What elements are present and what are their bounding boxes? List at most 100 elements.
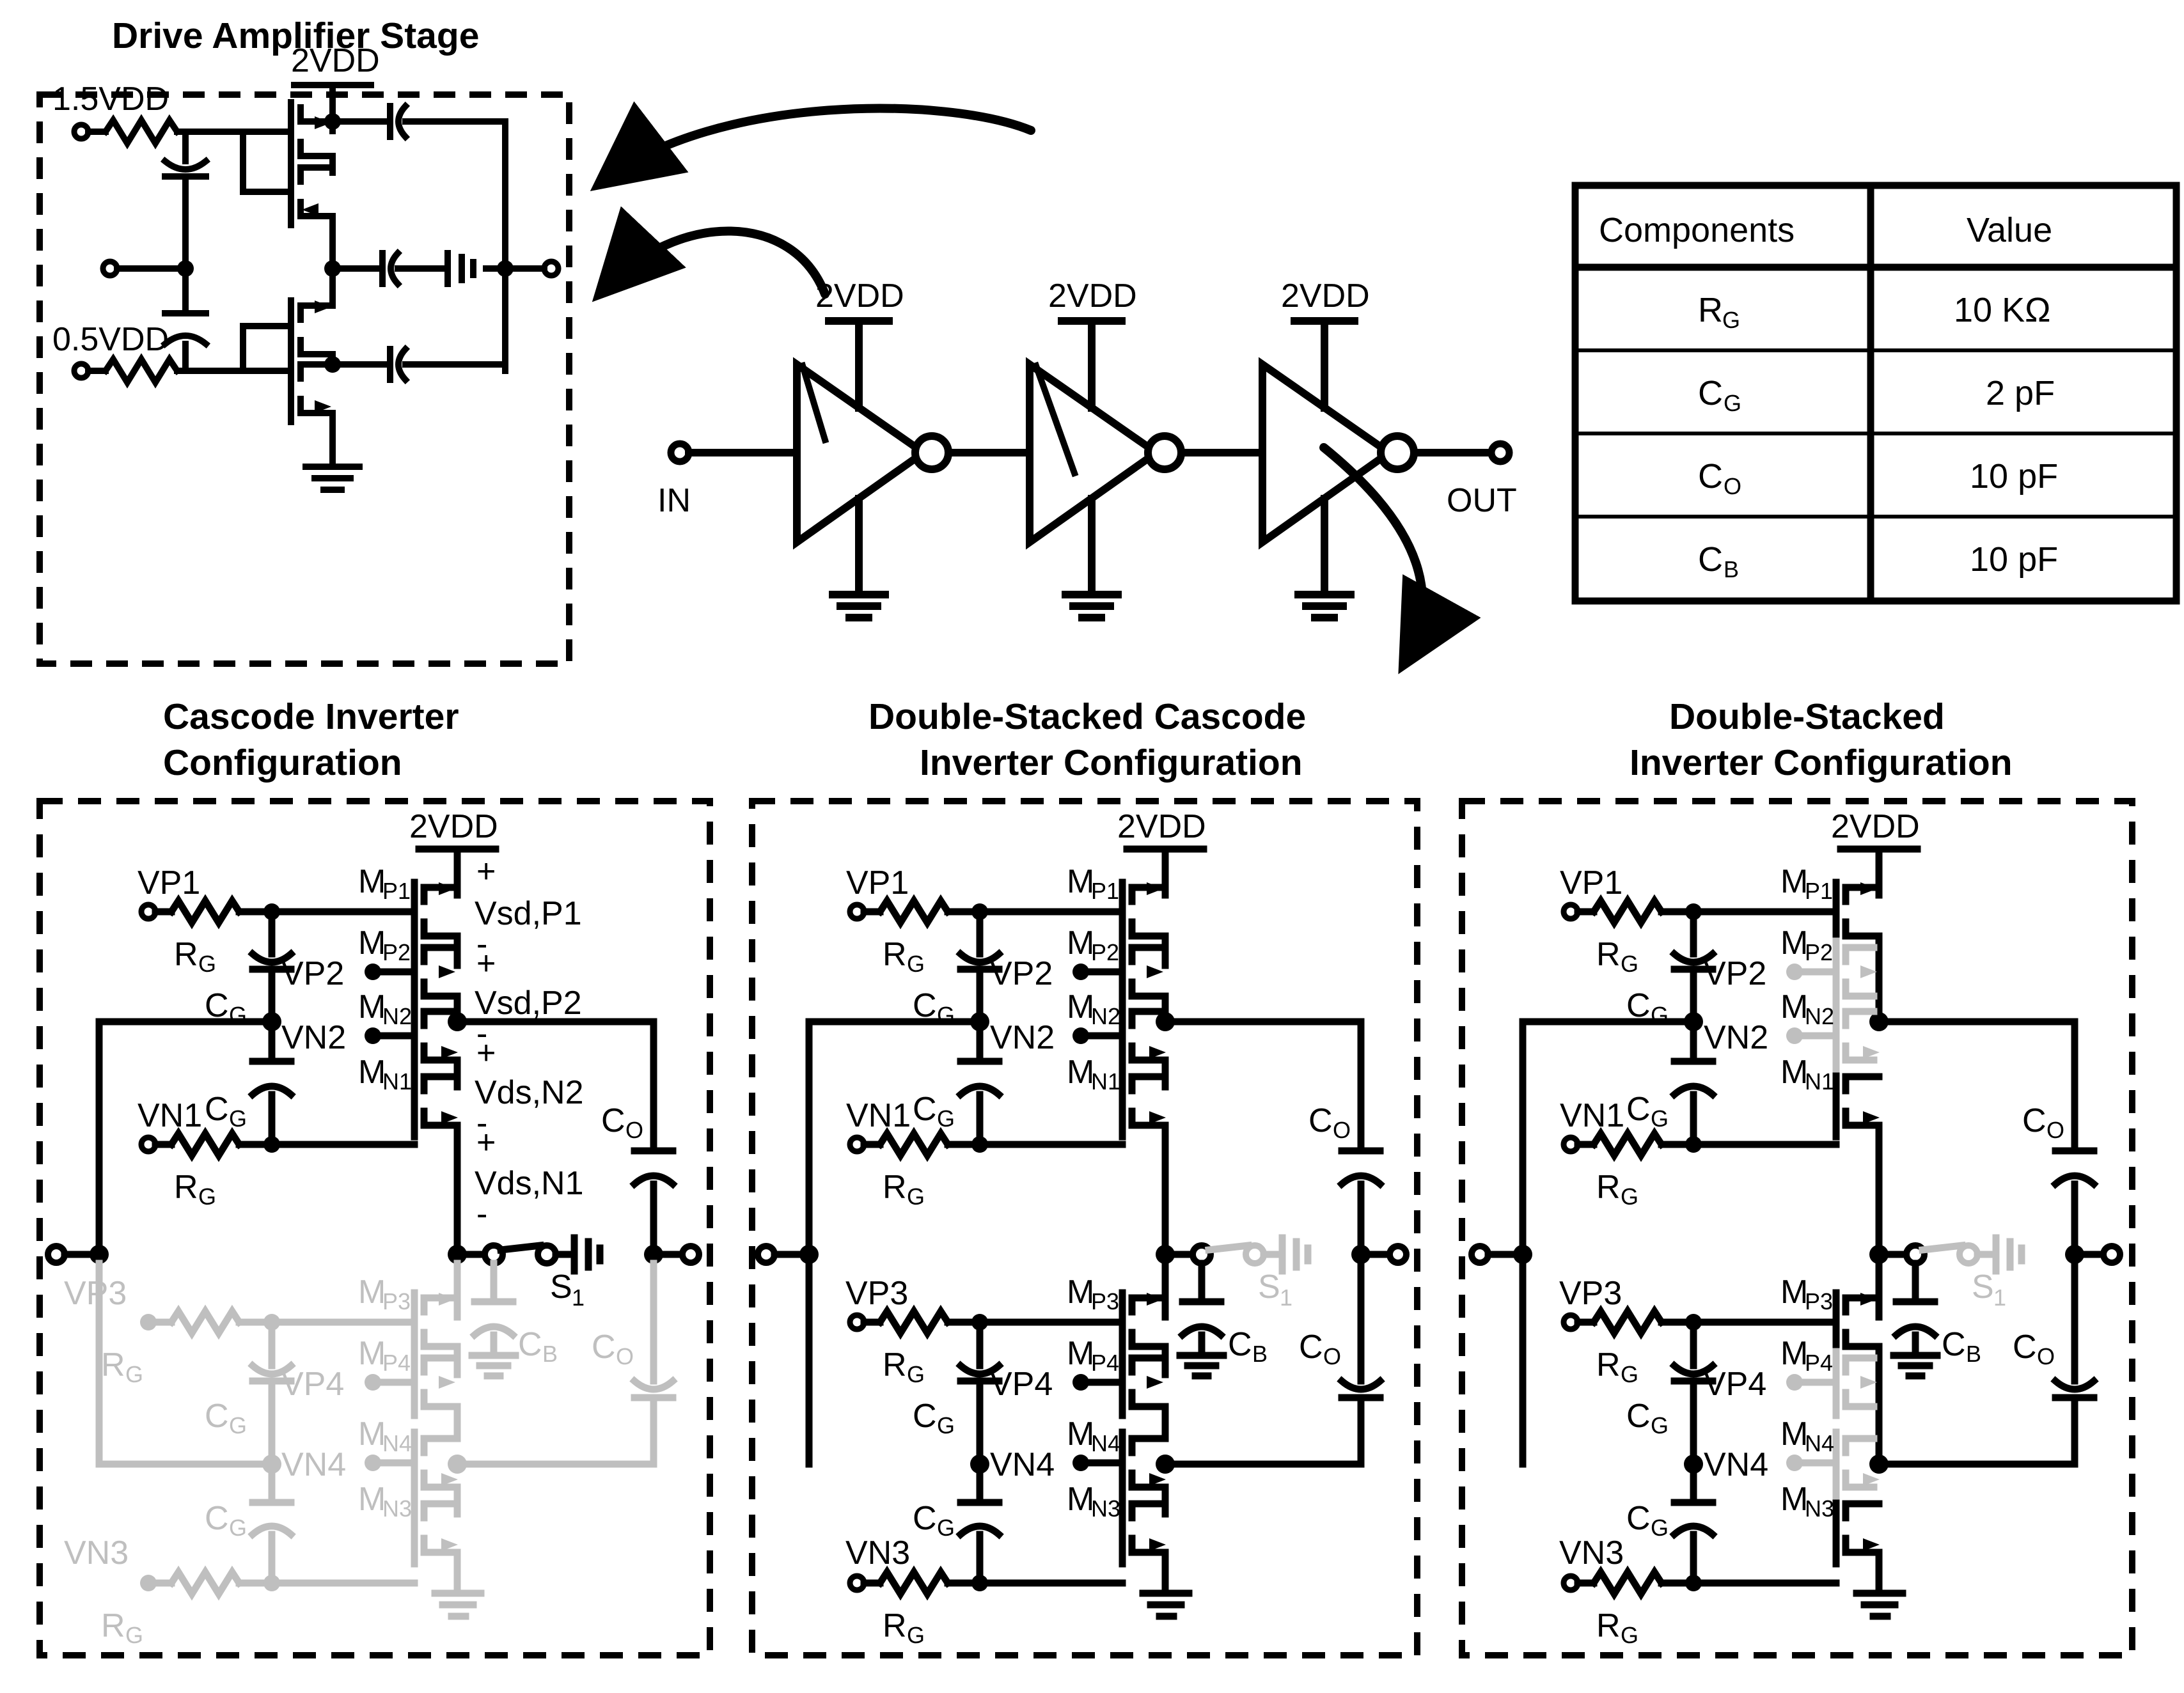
panel2-trans-mp4: M (1067, 1335, 1094, 1372)
panel1-trans-mn2: M (358, 988, 386, 1026)
panel2-trans-mp4-sub: P4 (1091, 1350, 1119, 1376)
panel2-res3-sub: G (907, 1361, 925, 1387)
panel3-trans-mn1-sub: N1 (1805, 1068, 1834, 1095)
panel2-trans-mp3: M (1067, 1274, 1094, 1311)
panel1-res2: R (174, 1169, 198, 1206)
callout-arrows (590, 101, 1481, 675)
panel3-supply-label: 2VDD (1831, 808, 1920, 845)
panel1-trans-mn2-sub: N2 (382, 1003, 412, 1029)
panel1-supply-label: 2VDD (409, 808, 498, 845)
table-row-3-value: 10 pF (1970, 540, 2058, 579)
table-row-3-component-sub: B (1724, 556, 1739, 582)
panel3-switch-s1-sub: 1 (1993, 1284, 2006, 1311)
panel1-node-vp2: VP2 (281, 955, 344, 992)
component-table-grid (1571, 182, 2180, 605)
panel3-trans-mn3-sub: N3 (1805, 1495, 1834, 1522)
panel2-capg3-sub: G (937, 1412, 955, 1439)
panel3-node-vn2: VN2 (1704, 1019, 1768, 1056)
panel3-trans-mn4: M (1780, 1416, 1808, 1453)
panel1-trans-mp2-sub: P2 (382, 939, 411, 965)
panel2-res2-sub: G (907, 1183, 925, 1210)
panel1-res3: R (101, 1346, 125, 1384)
panel1-trans-mp3-sub: P3 (382, 1288, 411, 1315)
panel3-cap-out-bottom-sub: O (2037, 1343, 2055, 1369)
panel3-capg3: C (1626, 1398, 1651, 1435)
panel3-res3: R (1596, 1346, 1621, 1384)
panel3-cap-bulk: C (1942, 1326, 1966, 1363)
panel1-cap-bulk: C (518, 1326, 542, 1363)
panel2-capg1: C (913, 987, 937, 1024)
chain-input-label: IN (657, 482, 691, 519)
panel2-node-vp3: VP3 (845, 1275, 908, 1312)
panel3-cap-out-bottom: C (2013, 1329, 2037, 1366)
panel1-capg4-sub: G (229, 1515, 247, 1541)
panel1-res4: R (101, 1607, 125, 1644)
panel1-node-vp4: VP4 (281, 1366, 344, 1403)
panel2-capg4: C (913, 1500, 937, 1537)
table-row-1-value: 2 pF (1986, 374, 2055, 412)
panel1-vsd-p2-plus: + (476, 945, 496, 982)
inverter-chain (667, 317, 1513, 621)
panel3-node-vp2: VP2 (1704, 955, 1766, 992)
panel1-cap-bulk-sub: B (542, 1341, 558, 1367)
panel1-res3-sub: G (125, 1361, 143, 1387)
panel1-vds-n2-plus: + (476, 1034, 496, 1072)
panel2-switch-s1: S (1258, 1268, 1280, 1306)
panel3-trans-mn3: M (1780, 1481, 1808, 1518)
panel2-trans-mn3: M (1067, 1481, 1094, 1518)
panel2-res1: R (883, 936, 907, 973)
panel3-res1-sub: G (1621, 951, 1638, 977)
panel1-cap-out-top: C (601, 1102, 625, 1139)
drive-amp-bias-bottom-label: 0.5VDD (52, 321, 169, 358)
panel3-trans-mp1: M (1780, 863, 1808, 900)
panel2-node-vn3: VN3 (845, 1534, 910, 1572)
panel2-capg1-sub: G (937, 1002, 955, 1028)
panel2-supply-label: 2VDD (1117, 808, 1206, 845)
panel1-active-schematic (45, 845, 702, 1275)
panel1-disabled-schematic (95, 1260, 678, 1620)
panel3-node-vp4: VP4 (1704, 1366, 1766, 1403)
panel2-cap-bulk-sub: B (1252, 1341, 1268, 1367)
panel1-capg1-sub: G (229, 1002, 247, 1028)
arrow-to-drive-amp-bottom (592, 206, 829, 302)
panel2-res4-sub: G (907, 1622, 925, 1648)
panel1-node-vn2: VN2 (281, 1019, 346, 1056)
panel1-vds-n2-minus: - (476, 1105, 487, 1142)
panel2-trans-mn2: M (1067, 988, 1094, 1026)
panel1-capg3: C (205, 1398, 229, 1435)
panel1-trans-mn3: M (358, 1481, 386, 1518)
table-row-3-component: C (1698, 540, 1723, 579)
panel2-title-line2: Inverter Configuration (920, 742, 1303, 783)
panel3-trans-mn1: M (1780, 1054, 1808, 1091)
panel2-trans-mp2: M (1067, 925, 1094, 962)
panel2-node-vn1: VN1 (846, 1097, 911, 1134)
panel1-trans-mn4-sub: N4 (382, 1430, 412, 1456)
panel3-res1: R (1596, 936, 1621, 973)
panel2-capg3: C (913, 1398, 937, 1435)
panel3-res4: R (1596, 1607, 1621, 1644)
panel2-switch-s1-sub: 1 (1280, 1284, 1292, 1311)
panel1-capg1: C (205, 987, 229, 1024)
arrow-to-panel (1319, 443, 1481, 675)
panel1-cap-out-bottom-sub: O (616, 1343, 634, 1369)
panel1-trans-mp4: M (358, 1335, 386, 1372)
panel3-capg3-sub: G (1651, 1412, 1669, 1439)
panel3-switch-s1: S (1972, 1268, 1994, 1306)
panel3-trans-mp3-sub: P3 (1805, 1288, 1833, 1315)
panel3-trans-mp4: M (1780, 1335, 1808, 1372)
table-row-2-component: C (1698, 457, 1723, 495)
panel3-disabled-schematic (1786, 937, 2025, 1500)
table-row-1-component: C (1698, 374, 1723, 412)
panel1-vsd-p1-minus: - (476, 926, 487, 963)
panel3-title-line2: Inverter Configuration (1630, 742, 2013, 783)
chain-output-label: OUT (1447, 482, 1517, 519)
arrow-to-drive-amp-top (590, 101, 1035, 192)
chain-supply-2-label: 2VDD (1048, 277, 1137, 315)
panel1-res1: R (174, 936, 198, 973)
panel3-node-vn4: VN4 (1704, 1446, 1768, 1483)
panel2-trans-mp1: M (1067, 863, 1094, 900)
table-row-0-component-sub: G (1722, 307, 1740, 333)
panel1-vsd-p1: Vsd,P1 (475, 895, 582, 932)
table-row-2-value: 10 pF (1970, 457, 2058, 495)
table-header-components: Components (1599, 211, 1795, 249)
